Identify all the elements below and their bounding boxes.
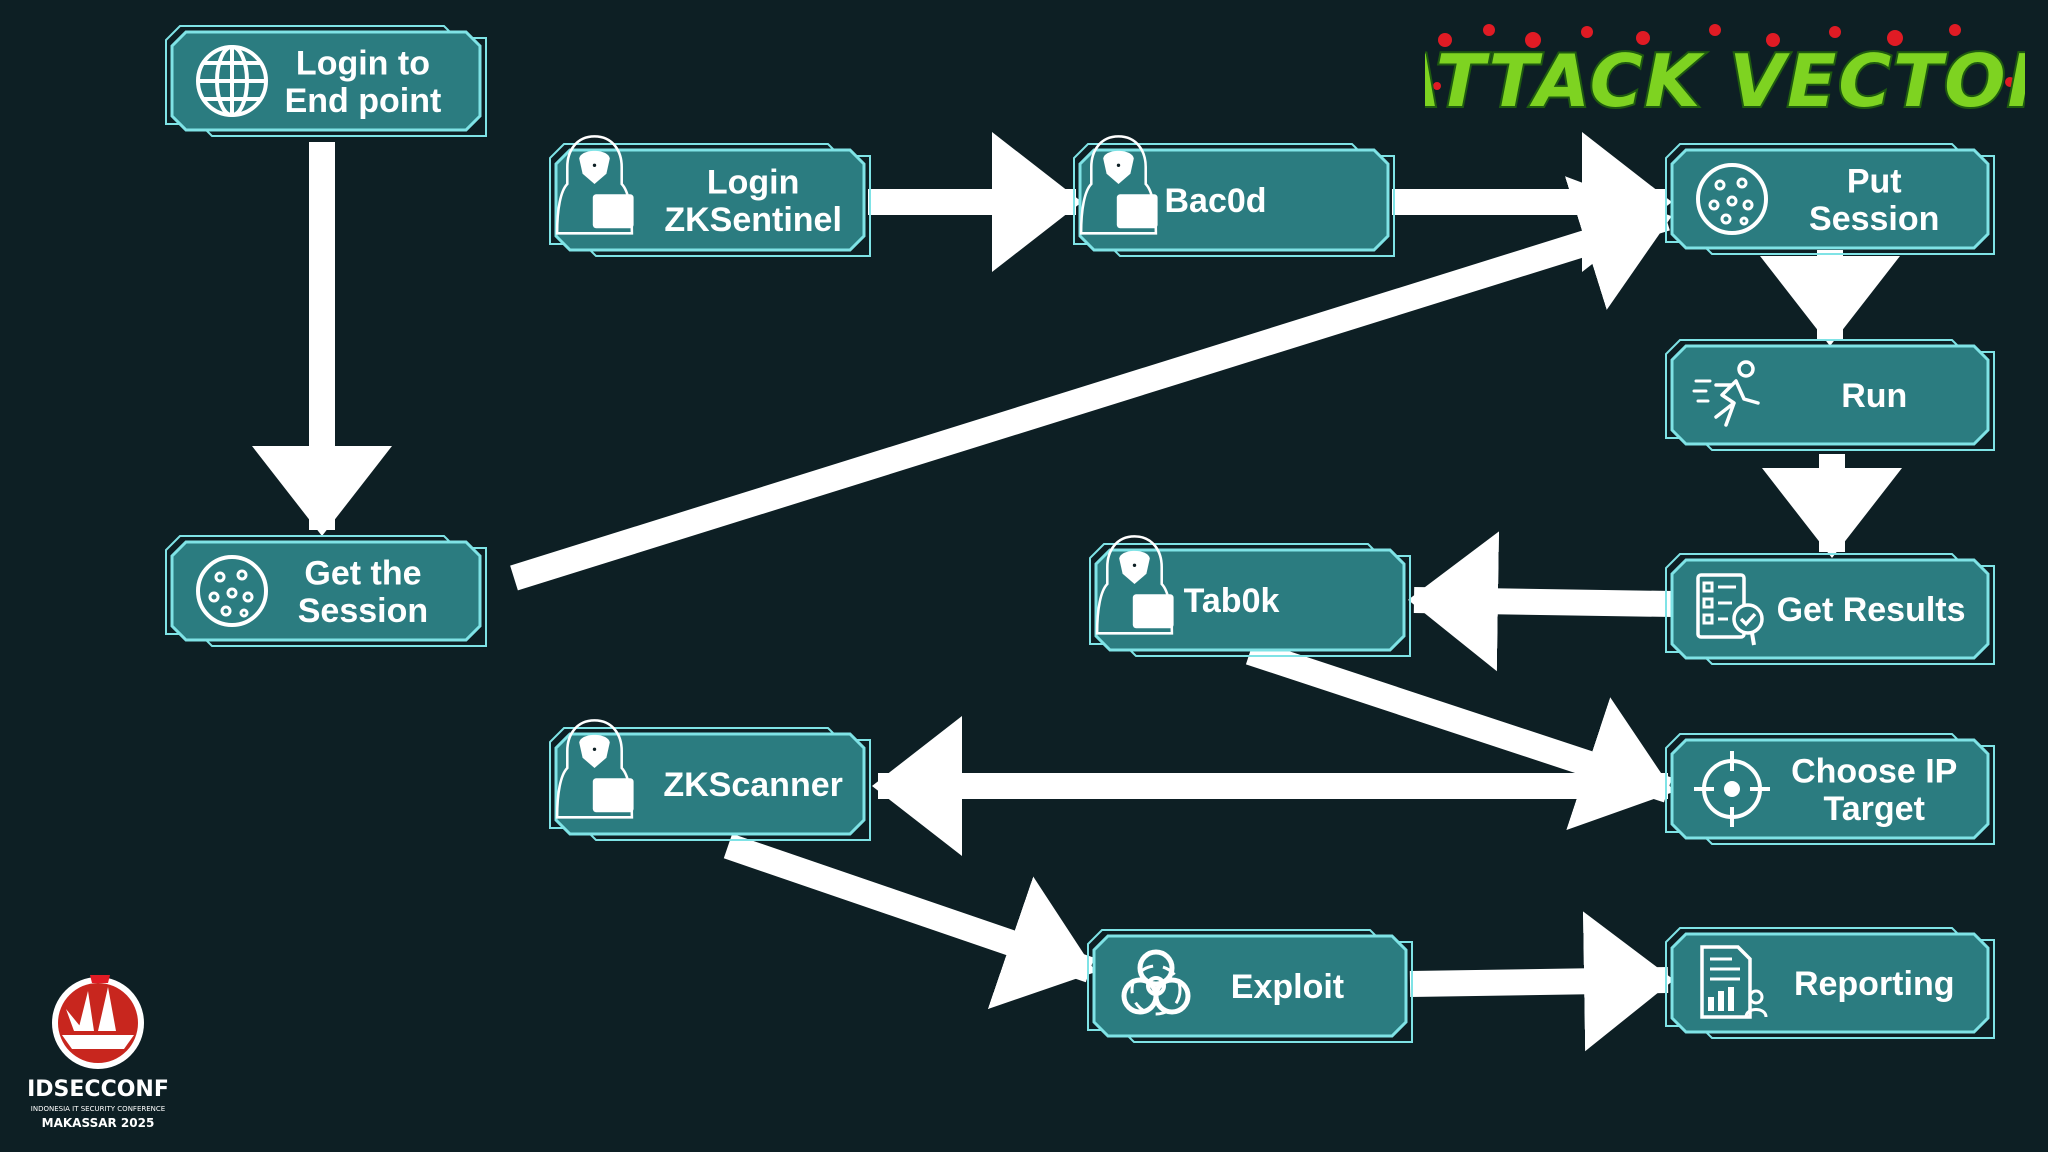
node-label: Put <box>1847 163 1902 201</box>
arrow-exploit-to-reporting <box>1409 911 1674 1052</box>
node-reporting: Reporting <box>1665 927 1995 1039</box>
title-graphic: ATTACK VECTOR <box>1378 24 2048 125</box>
node-box <box>1670 148 1990 250</box>
node-get-results: Get Results <box>1665 553 1995 665</box>
node-label: Target <box>1824 790 1925 828</box>
node-label: Reporting <box>1794 965 1955 1003</box>
node-label: Login to <box>296 45 430 83</box>
logo-name: IDSECCONF <box>27 1077 169 1102</box>
node-label: Exploit <box>1231 968 1344 1006</box>
node-label: Run <box>1841 377 1907 415</box>
node-label: Get Results <box>1777 591 1966 629</box>
diagram-title: ATTACK VECTOR <box>1378 22 2048 132</box>
node-label: Get the <box>304 555 421 593</box>
node-label: Session <box>1809 200 1939 238</box>
globe-icon <box>196 45 268 117</box>
node-label: Session <box>298 592 428 630</box>
node-label: End point <box>285 82 442 120</box>
arrow-get-results-to-tab0k <box>1408 531 1673 672</box>
node-bac0d: Bac0d <box>1073 134 1395 257</box>
logo-location: MAKASSAR 2025 <box>42 1116 155 1130</box>
node-label: ZKSentinel <box>664 201 842 239</box>
idsecconf-logo: IDSECCONF INDONESIA IT SECURITY CONFEREN… <box>18 965 178 1140</box>
node-box <box>170 540 482 642</box>
node-box <box>170 30 482 132</box>
logo-subtitle: INDONESIA IT SECURITY CONFERENCE <box>31 1105 165 1113</box>
node-label: ZKScanner <box>663 766 843 804</box>
arrow-zkscanner-to-exploit <box>723 833 1096 1010</box>
node-zkscanner: ZKScanner <box>549 718 871 841</box>
arrows-layer <box>252 132 1902 1052</box>
arrow-tab0k-to-choose-ip-target <box>1245 639 1674 831</box>
node-label: Bac0d <box>1164 182 1266 220</box>
node-exploit: Exploit <box>1087 929 1413 1043</box>
title-text: ATTACK VECTOR <box>1425 39 2025 123</box>
blood-splatter-decoration <box>1433 24 2015 90</box>
node-box <box>1670 738 1990 840</box>
arrow-get-session-to-put-session <box>510 176 1672 591</box>
node-box <box>1670 344 1990 446</box>
node-label: Choose IP <box>1791 753 1957 791</box>
node-run: Run <box>1665 339 1995 451</box>
ship-emblem-icon <box>52 975 144 1069</box>
node-label: Login <box>707 164 800 202</box>
node-label: Tab0k <box>1184 582 1280 620</box>
node-tab0k: Tab0k <box>1089 534 1411 657</box>
